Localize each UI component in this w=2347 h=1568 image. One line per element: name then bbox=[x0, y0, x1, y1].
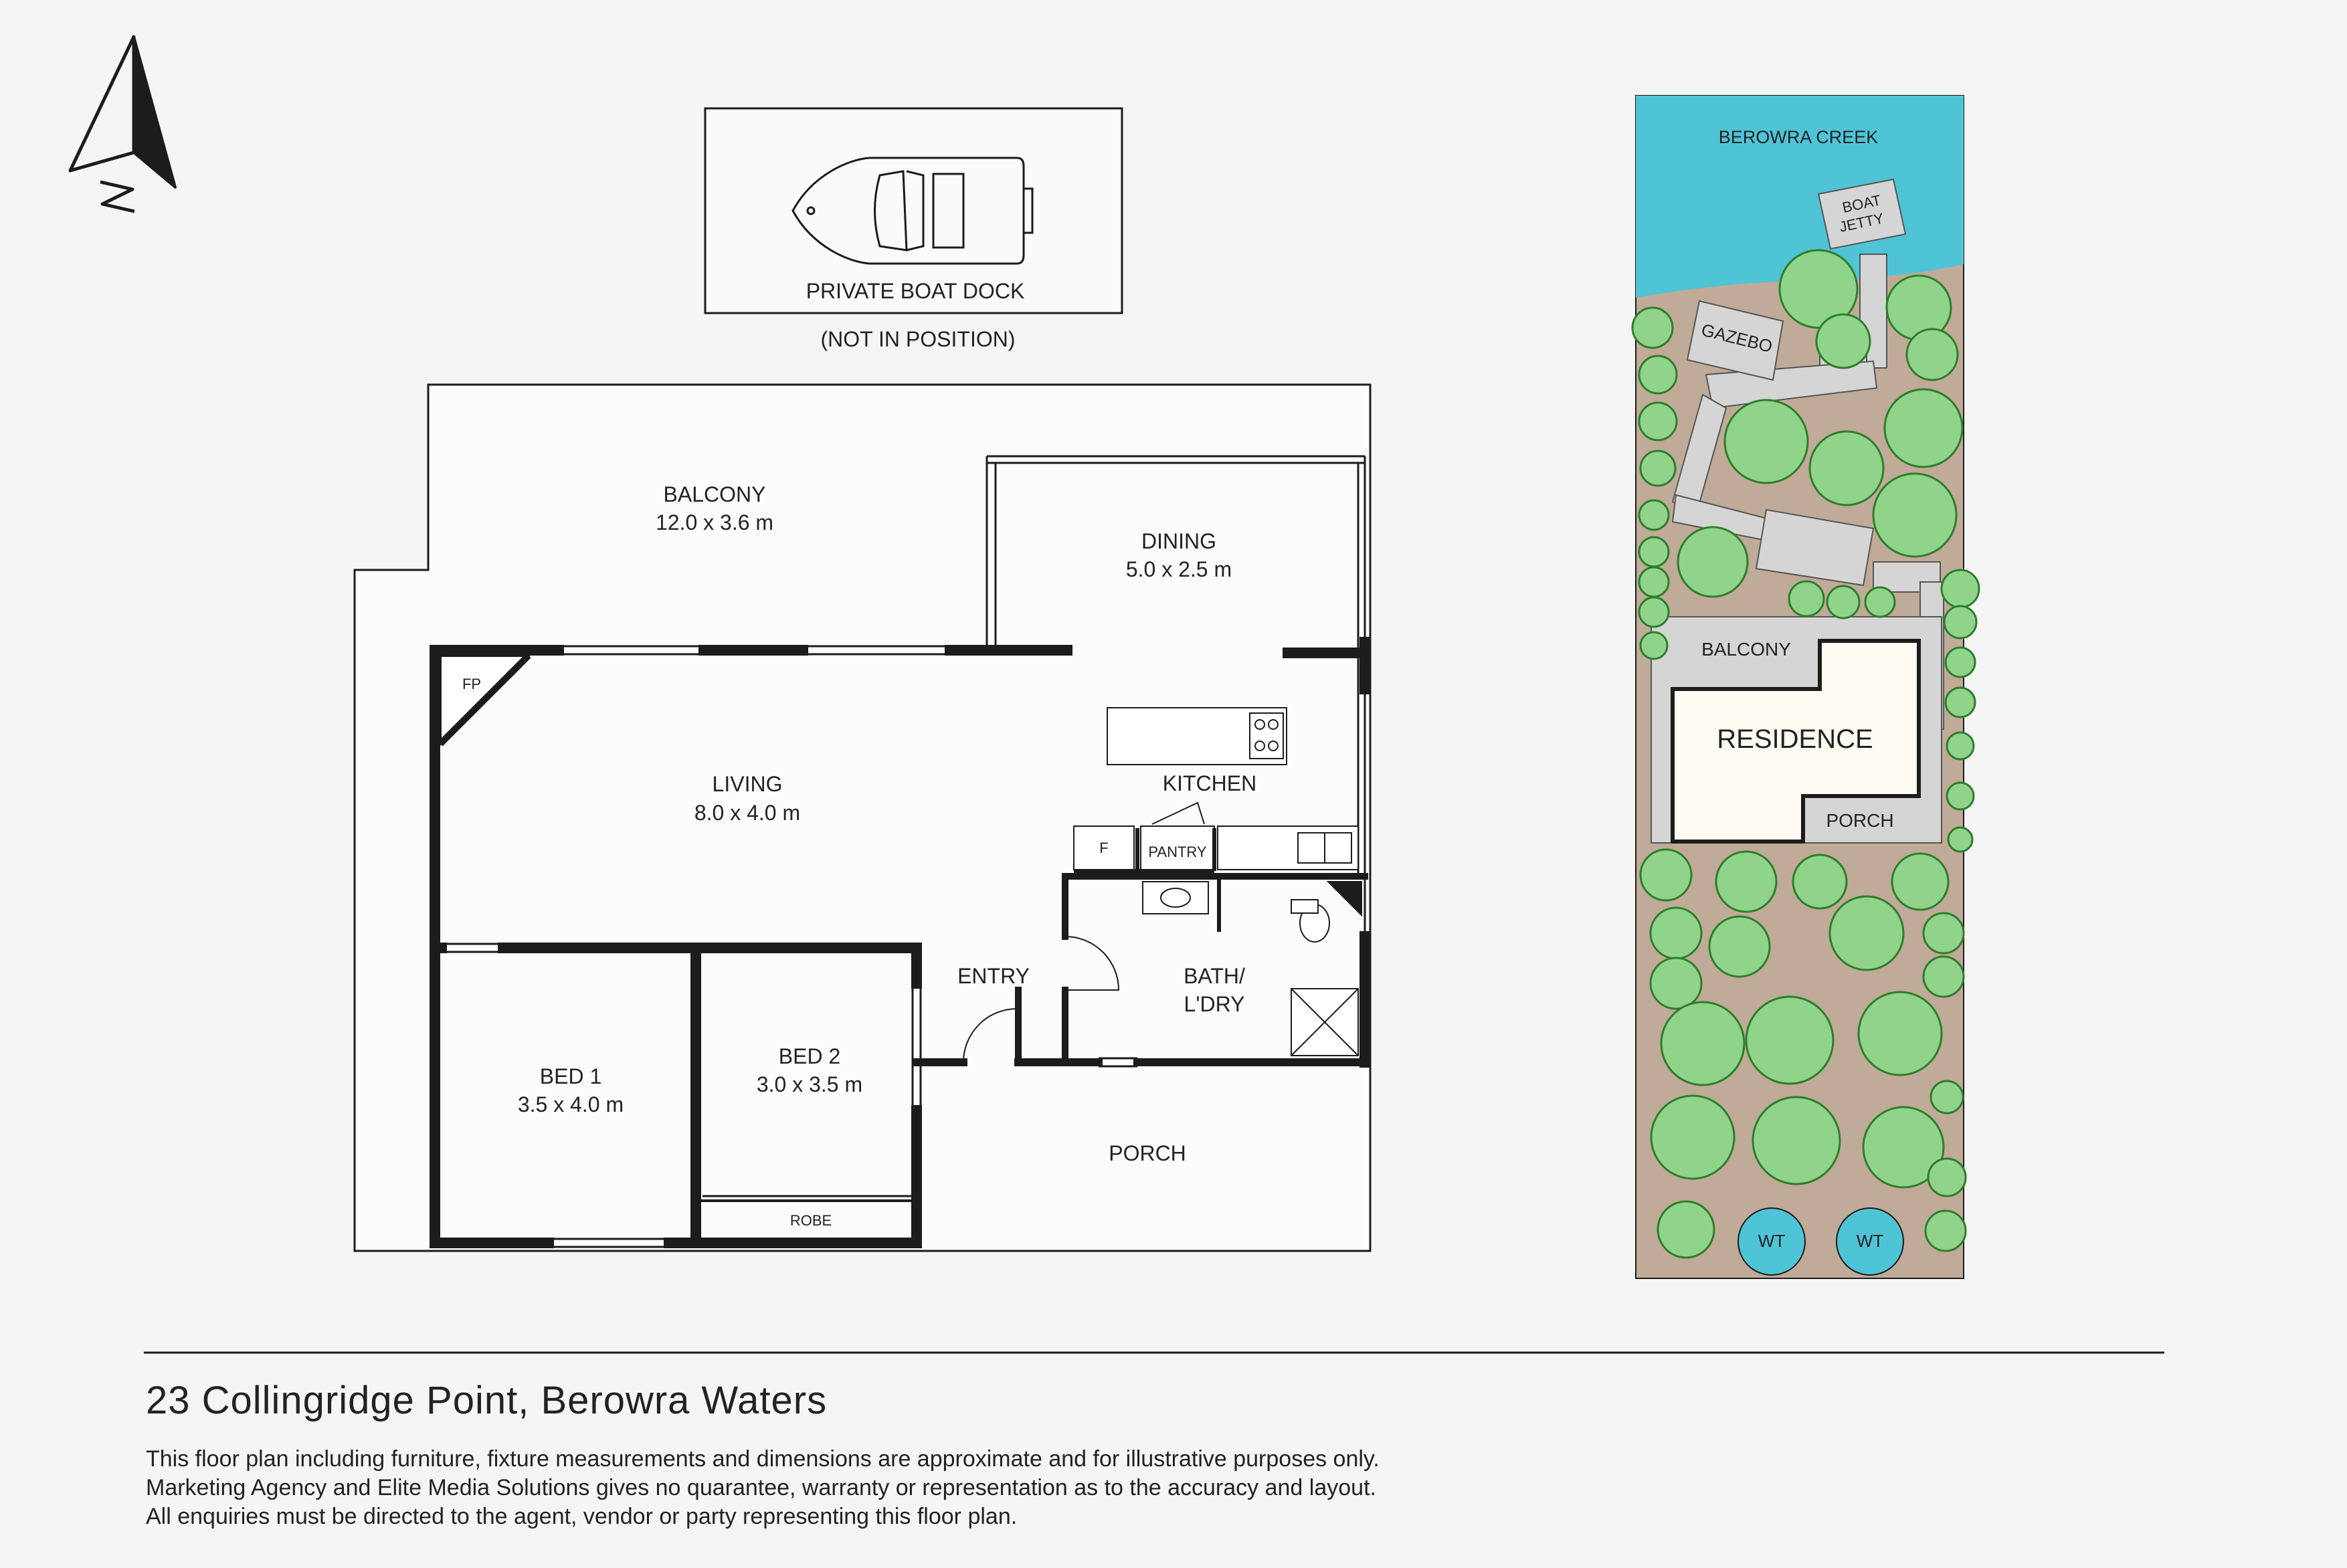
kitchen-island bbox=[1107, 707, 1287, 765]
robe-label: ROBE bbox=[790, 1212, 832, 1229]
entry-name: ENTRY bbox=[957, 964, 1030, 988]
site-balcony-label: BALCONY bbox=[1701, 639, 1791, 660]
tree-icon bbox=[1922, 955, 1965, 998]
disclaimer-line-1: This floor plan including furniture, fix… bbox=[146, 1446, 1380, 1472]
tree-icon bbox=[1930, 1080, 1964, 1114]
tree-icon bbox=[1944, 646, 1976, 678]
north-arrow-icon bbox=[68, 35, 177, 213]
fridge-label: F bbox=[1099, 840, 1108, 856]
kitchen-name: KITCHEN bbox=[1163, 771, 1256, 795]
bed1-size: 3.5 x 4.0 m bbox=[518, 1092, 624, 1116]
tree-icon bbox=[1905, 328, 1959, 381]
tree-icon bbox=[1872, 472, 1958, 558]
tree-icon bbox=[1639, 848, 1693, 902]
balcony-name: BALCONY bbox=[664, 482, 766, 506]
tree-icon bbox=[1922, 912, 1965, 955]
bed1-name: BED 1 bbox=[540, 1064, 601, 1088]
tree-icon bbox=[1638, 536, 1670, 568]
pantry-label: PANTRY bbox=[1148, 844, 1207, 860]
gazebo: GAZEBO bbox=[1686, 300, 1784, 381]
fp-label: FP bbox=[462, 676, 481, 692]
laundry-name: L'DRY bbox=[1184, 992, 1245, 1016]
tree-icon bbox=[1808, 430, 1885, 506]
residence: BALCONY RESIDENCE PORCH bbox=[1651, 616, 1942, 844]
boat-icon bbox=[791, 157, 1034, 265]
tree-icon bbox=[1778, 249, 1859, 329]
bed2-name: BED 2 bbox=[779, 1044, 840, 1068]
tree-icon bbox=[1752, 1096, 1841, 1185]
tree-icon bbox=[1649, 957, 1703, 1010]
fireplace: FP bbox=[438, 653, 532, 747]
address-title: 23 Collingridge Point, Berowra Waters bbox=[146, 1379, 827, 1422]
tree-icon bbox=[1946, 781, 1975, 811]
tree-icon bbox=[1657, 1200, 1715, 1259]
tree-icon bbox=[1788, 580, 1825, 617]
tree-icon bbox=[1864, 586, 1896, 618]
disclaimer-line-2: Marketing Agency and Elite Media Solutio… bbox=[146, 1475, 1376, 1500]
bath-name: BATH/ bbox=[1184, 964, 1245, 988]
tree-icon bbox=[1857, 991, 1943, 1076]
tree-icon bbox=[1815, 313, 1871, 369]
tank1-label: WT bbox=[1758, 1231, 1786, 1251]
tree-icon bbox=[1947, 826, 1974, 853]
tree-icon bbox=[1883, 388, 1964, 468]
tree-icon bbox=[1723, 399, 1809, 484]
tree-icon bbox=[1639, 450, 1677, 487]
tank2-label: WT bbox=[1857, 1231, 1884, 1251]
dock-label: PRIVATE BOAT DOCK bbox=[806, 279, 1025, 303]
water-tank-1: WT bbox=[1738, 1207, 1806, 1276]
bed2-size: 3.0 x 3.5 m bbox=[757, 1072, 862, 1096]
tree-icon bbox=[1927, 1157, 1967, 1197]
dock-note: (NOT IN POSITION) bbox=[821, 327, 1016, 351]
living-name: LIVING bbox=[713, 772, 783, 796]
tree-icon bbox=[1638, 499, 1670, 531]
site-plan: BEROWRA CREEK BOAT JETTY GAZEBO BA bbox=[1631, 95, 1980, 1279]
tree-icon bbox=[1944, 686, 1976, 718]
site-porch-label: PORCH bbox=[1826, 810, 1893, 831]
boat-dock-box: PRIVATE BOAT DOCK bbox=[704, 107, 1123, 314]
tree-icon bbox=[1649, 906, 1703, 960]
tree-icon bbox=[1677, 526, 1749, 598]
tree-icon bbox=[1638, 401, 1678, 442]
tree-icon bbox=[1715, 850, 1778, 913]
tree-icon bbox=[1639, 631, 1669, 660]
balcony-size: 12.0 x 3.6 m bbox=[656, 510, 773, 534]
tree-icon bbox=[1792, 854, 1848, 910]
tree-icon bbox=[1940, 569, 1980, 609]
tree-icon bbox=[1924, 1209, 1967, 1252]
porch-name: PORCH bbox=[1109, 1141, 1186, 1165]
boat-jetty: BOAT JETTY bbox=[1817, 178, 1907, 250]
tree-icon bbox=[1745, 995, 1835, 1085]
floor-plan: FP F PANTRY bbox=[353, 383, 1372, 1252]
tree-icon bbox=[1660, 1001, 1746, 1086]
tree-icon bbox=[1650, 1094, 1735, 1180]
tree-icon bbox=[1708, 915, 1771, 978]
tree-icon bbox=[1891, 852, 1950, 911]
tree-icon bbox=[1638, 566, 1670, 598]
tree-icon bbox=[1862, 1106, 1945, 1189]
tree-icon bbox=[1946, 731, 1975, 761]
dining-name: DINING bbox=[1141, 529, 1216, 553]
tree-icon bbox=[1828, 895, 1905, 971]
creek-label: BEROWRA CREEK bbox=[1719, 127, 1879, 147]
tree-icon bbox=[1638, 596, 1670, 628]
water-tank-2: WT bbox=[1836, 1207, 1904, 1276]
tree-icon bbox=[1943, 605, 1978, 640]
tree-group bbox=[1631, 249, 1980, 1259]
tree-icon bbox=[1638, 355, 1678, 395]
tree-icon bbox=[1826, 585, 1861, 619]
residence-label: RESIDENCE bbox=[1717, 724, 1873, 754]
bathroom-fixtures bbox=[1142, 881, 1362, 1056]
tree-icon bbox=[1631, 306, 1674, 349]
dining-size: 5.0 x 2.5 m bbox=[1126, 557, 1232, 581]
disclaimer-line-3: All enquiries must be directed to the ag… bbox=[146, 1504, 1017, 1529]
living-size: 8.0 x 4.0 m bbox=[694, 801, 800, 825]
